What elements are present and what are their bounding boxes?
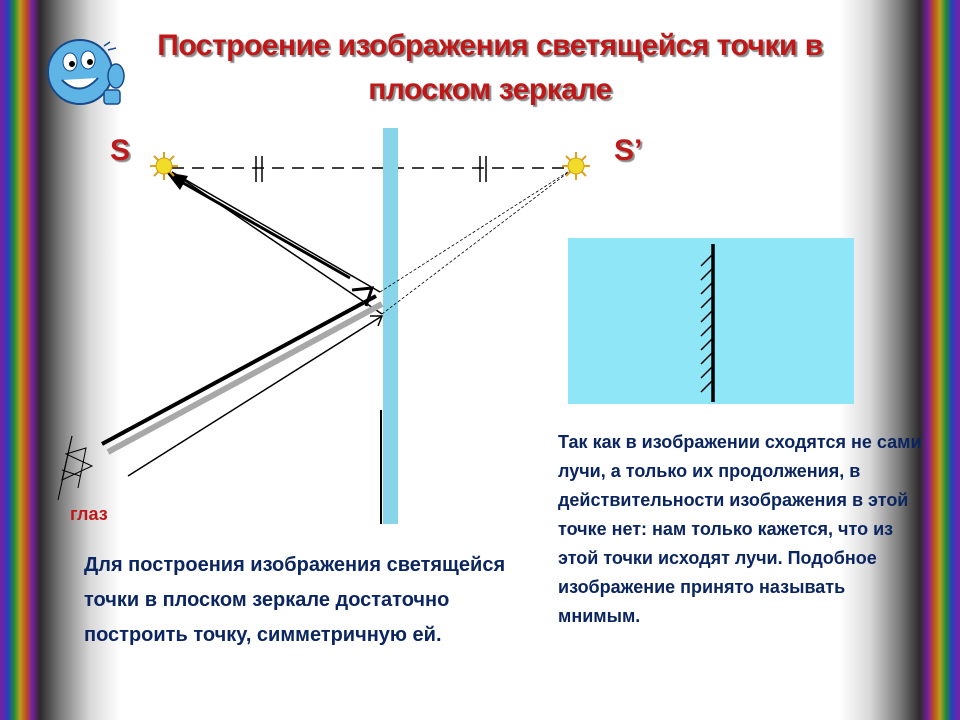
mirror-symbol-inset: [568, 238, 854, 404]
sun-image-icon: [562, 152, 590, 180]
virtual-image-paragraph: Так как в изображении сходятся не сами л…: [558, 432, 922, 626]
slide-title: Построение изображения светящейся точки …: [157, 29, 823, 106]
plane-mirror: [383, 128, 398, 524]
eye-icon: [57, 435, 94, 501]
smiley-mascot-icon: [47, 39, 125, 105]
ray-arrow: [166, 172, 351, 280]
reflected-rays: [101, 286, 384, 477]
equal-distance-marks: [255, 156, 487, 182]
virtual-ray-extensions: [379, 167, 575, 315]
sun-source-icon: [150, 152, 178, 180]
source-label: S: [110, 134, 131, 167]
image-label: S’: [614, 134, 643, 167]
construction-paragraph: Для построения изображения светящейся то…: [84, 554, 506, 646]
eye-label: глаз: [70, 504, 108, 524]
